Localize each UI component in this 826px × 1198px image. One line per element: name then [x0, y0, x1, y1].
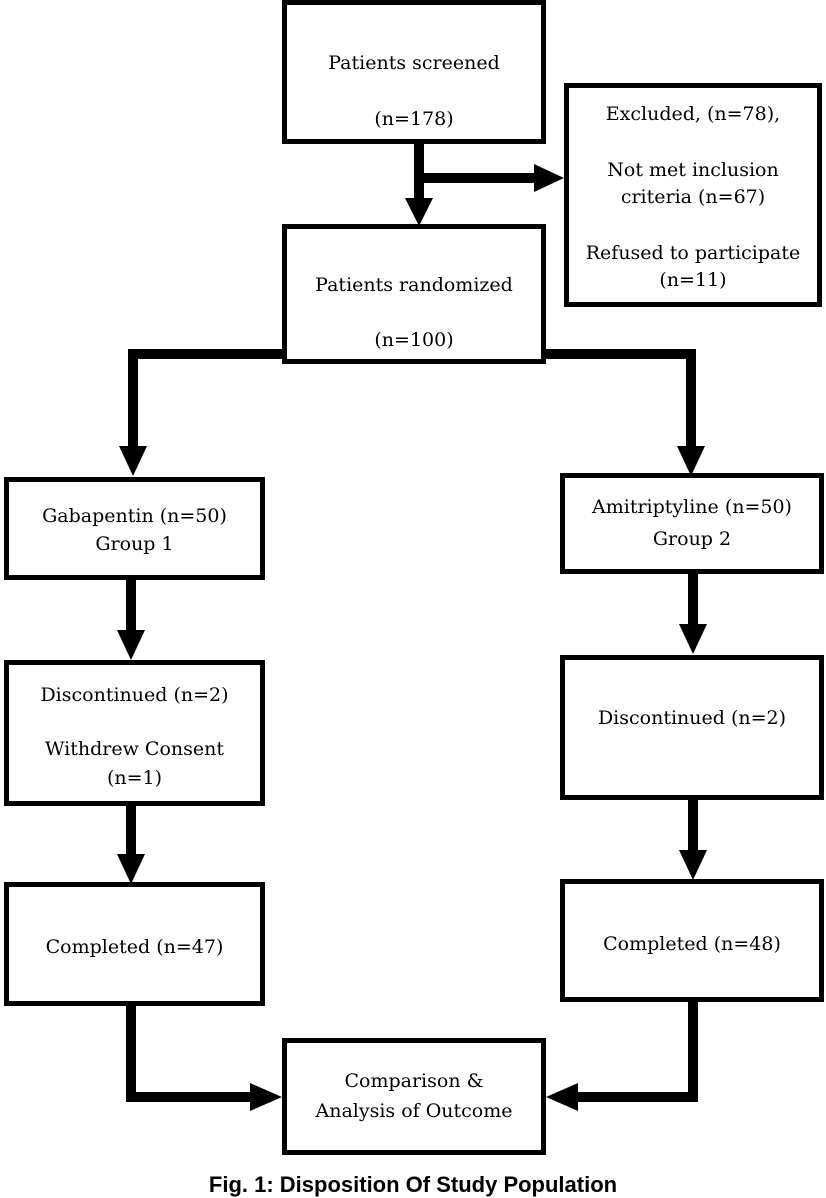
discontinued-left-box: Discontinued (n=2) Withdrew Consent (n=1… [4, 660, 265, 806]
arrowhead-gabapentin [119, 446, 147, 476]
withdrew-consent-count: (n=1) [106, 767, 163, 789]
comparison-analysis-box: Comparison & Analysis of Outcome [282, 1038, 546, 1155]
excluded-refused-label: Refused to participate [585, 242, 801, 264]
arrowhead-comparison-right [546, 1083, 578, 1111]
arrowhead-randomized [405, 198, 433, 226]
excluded-inclusion-count: criteria (n=67) [620, 186, 766, 208]
completed-right-box: Completed (n=48) [560, 879, 824, 1002]
completed-right-label: Completed (n=48) [603, 933, 781, 955]
excluded-inclusion-label: Not met inclusion [607, 159, 779, 181]
patients-randomized-box: Patients randomized (n=100) [282, 224, 546, 364]
patients-screened-count: (n=178) [374, 108, 454, 130]
arrowhead-excluded [534, 164, 564, 192]
excluded-refused-count: (n=11) [659, 269, 727, 291]
gabapentin-label: Gabapentin (n=50) [42, 505, 227, 527]
arrowhead-discontinued-right [679, 624, 707, 654]
withdrew-consent-label: Withdrew Consent [44, 738, 224, 760]
patients-screened-label: Patients screened [328, 52, 500, 74]
discontinued-left-label: Discontinued (n=2) [40, 684, 229, 706]
figure-caption: Fig. 1: Disposition Of Study Population [208, 1172, 618, 1197]
gabapentin-group-box: Gabapentin (n=50) Group 1 [4, 477, 265, 580]
arrowhead-amitriptyline [677, 446, 705, 476]
analysis-outcome-label: Analysis of Outcome [315, 1100, 513, 1122]
completed-left-label: Completed (n=47) [45, 936, 224, 958]
excluded-box: Excluded, (n=78), Not met inclusion crit… [564, 83, 822, 307]
comparison-label: Comparison & [344, 1070, 484, 1092]
amitriptyline-label: Amitriptyline (n=50) [592, 496, 792, 518]
arrow-randomized-to-amitriptyline [543, 349, 696, 450]
completed-left-box: Completed (n=47) [4, 882, 265, 1006]
discontinued-right-box: Discontinued (n=2) [560, 655, 824, 800]
gabapentin-group-label: Group 1 [95, 533, 174, 555]
arrow-randomized-to-gabapentin [128, 349, 285, 450]
arrowhead-discontinued-left [117, 630, 145, 660]
patients-randomized-label: Patients randomized [315, 274, 513, 296]
arrow-completed-left-to-comparison [126, 1004, 252, 1102]
patients-screened-box: Patients screened (n=178) [282, 0, 546, 144]
arrowhead-completed-left [117, 854, 145, 884]
excluded-label: Excluded, (n=78), [605, 103, 781, 125]
arrowhead-completed-right [679, 850, 707, 880]
arrowhead-comparison-left [250, 1083, 282, 1111]
discontinued-right-label: Discontinued (n=2) [597, 707, 787, 729]
arrow-completed-right-to-comparison [576, 1000, 698, 1102]
patients-randomized-count: (n=100) [374, 329, 454, 351]
amitriptyline-group-box: Amitriptyline (n=50) Group 2 [560, 473, 824, 574]
amitriptyline-group-label: Group 2 [652, 528, 732, 550]
